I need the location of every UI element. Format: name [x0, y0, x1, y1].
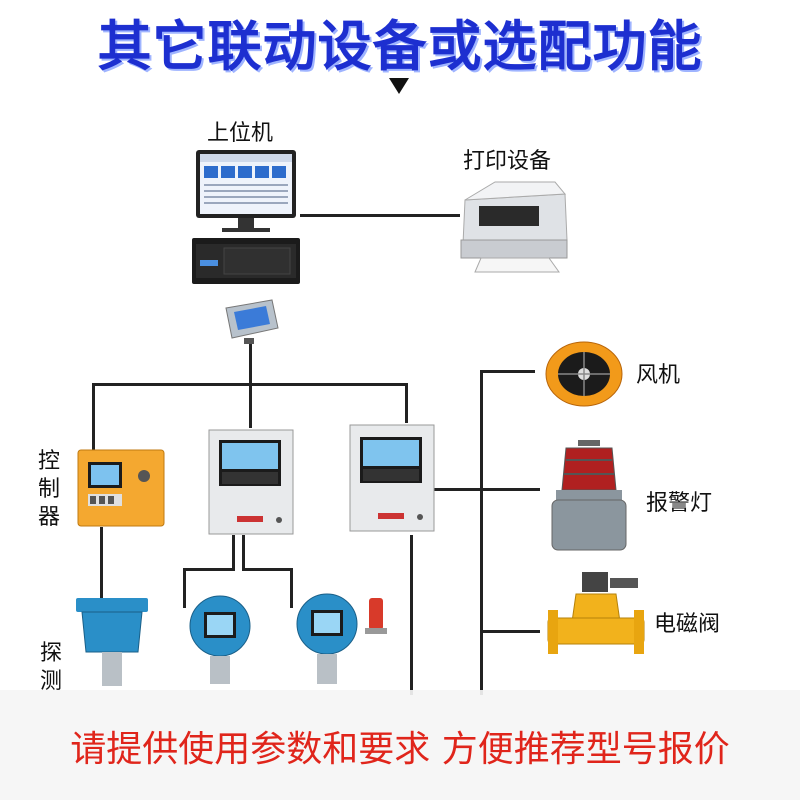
wire-det1-drop	[183, 568, 186, 608]
controller-device-icon	[77, 449, 165, 527]
gas-detector-1-icon	[76, 598, 148, 686]
wire-controller-drop	[92, 383, 95, 453]
page-title: 其它联动设备或选配功能	[97, 15, 703, 78]
wire-panel2-down	[410, 535, 413, 695]
converter-module-icon	[225, 299, 279, 344]
alarm-light-icon	[551, 440, 627, 551]
wire-det-bus-right	[242, 568, 292, 571]
wire-fan	[480, 370, 535, 373]
alarm-light-label: 报警灯	[646, 491, 713, 516]
down-arrow-icon	[389, 78, 409, 94]
wire-host-printer	[300, 214, 460, 217]
host-label: 上位机	[207, 121, 274, 146]
wire-det-bus-left	[183, 568, 235, 571]
footer-notice: 请提供使用参数和要求 方便推荐型号报价	[70, 729, 730, 770]
wire-det2-drop	[290, 568, 293, 608]
wire-panel1-left	[232, 535, 235, 570]
solenoid-valve-icon	[547, 572, 645, 654]
host-computer-icon	[192, 150, 300, 284]
detector-label: 探测	[40, 641, 63, 694]
printer-label: 打印设备	[463, 149, 552, 174]
fan-icon	[545, 341, 623, 407]
fan-label: 风机	[636, 363, 681, 388]
wire-valve	[480, 630, 540, 633]
printer-icon	[460, 181, 568, 273]
gas-detector-2-icon	[189, 595, 251, 684]
wire-panel1-right	[242, 535, 245, 570]
wire-panel1-drop	[249, 383, 252, 428]
controller-label: 控制器	[38, 449, 61, 530]
wire-controller-detector	[100, 527, 103, 602]
wire-panel2-right	[432, 488, 482, 491]
gas-detector-3-icon	[296, 593, 387, 684]
wire-right-bus	[480, 370, 483, 695]
footer-banner	[0, 690, 800, 800]
alarm-panel-2-icon	[349, 424, 435, 532]
wire-converter-bus	[249, 340, 252, 385]
wire-panel2-drop	[405, 383, 408, 423]
alarm-panel-1-icon	[208, 429, 294, 535]
wire-alarm	[480, 488, 540, 491]
valve-label: 电磁阀	[654, 612, 721, 637]
